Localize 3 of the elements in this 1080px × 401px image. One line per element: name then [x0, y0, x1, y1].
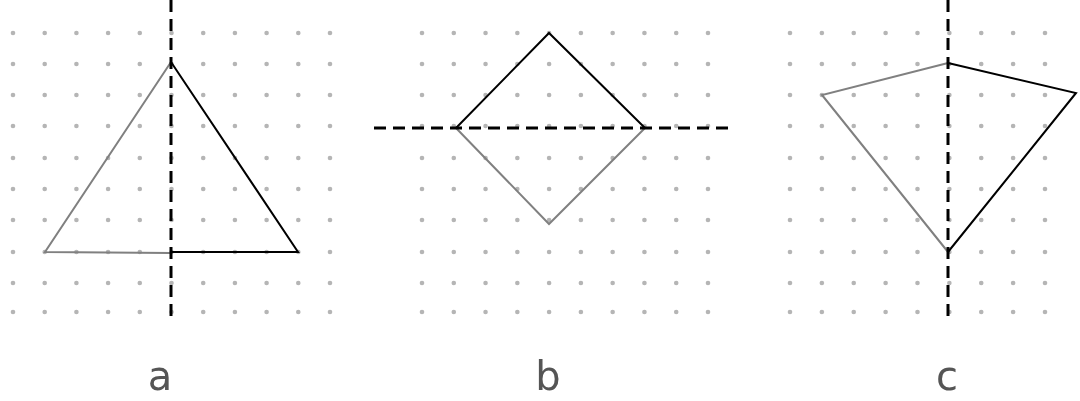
panel-label: b	[535, 356, 561, 396]
panel-label: a	[147, 356, 173, 396]
panel-label: c	[936, 356, 958, 396]
